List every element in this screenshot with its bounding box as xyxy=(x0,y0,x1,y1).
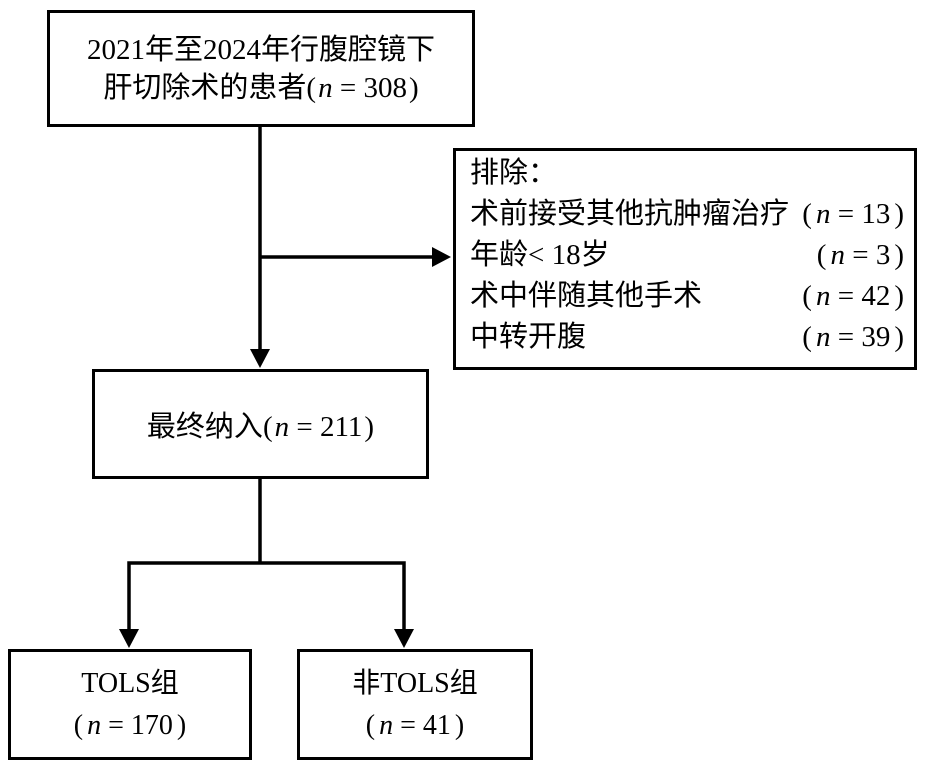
n-symbol: n xyxy=(815,280,831,312)
exclusion-title: 排除： xyxy=(470,157,558,189)
paren-open: ( xyxy=(365,709,376,741)
paren-open: ( xyxy=(802,280,812,312)
n-value: 13 xyxy=(861,198,891,230)
n-symbol: n xyxy=(87,709,102,741)
equals-sign: = xyxy=(332,71,364,104)
paren-open: ( xyxy=(262,411,273,443)
paren-close: ) xyxy=(408,71,419,104)
n-value: 41 xyxy=(422,709,451,741)
n-count: (n = 211) xyxy=(263,411,374,443)
exclusion-item-label: 年龄< 18岁 xyxy=(470,239,610,271)
exclusion-box: 排除： 术前接受其他抗肿瘤治疗(n = 13) 年龄< 18岁(n = 3) 术… xyxy=(453,148,917,370)
n-symbol: n xyxy=(379,709,394,741)
paren-close: ) xyxy=(894,198,904,230)
n-value: 170 xyxy=(130,709,173,741)
equals-sign: = xyxy=(844,239,876,271)
n-count: (n = 3) xyxy=(817,235,904,276)
n-value: 211 xyxy=(319,411,363,443)
paren-open: ( xyxy=(816,239,827,271)
exclusion-item: 年龄< 18岁 (n = 3) xyxy=(470,235,904,276)
initial-cohort-box: 2021年至2024年行腹腔镜下 肝切除术的患者(n = 308) xyxy=(47,10,475,127)
n-count: (n = 42) xyxy=(802,276,904,317)
equals-sign: = xyxy=(393,709,423,741)
n-value: 3 xyxy=(875,239,891,271)
n-value: 308 xyxy=(363,71,407,104)
n-count: (n = 170) xyxy=(74,705,186,747)
equals-sign: = xyxy=(830,280,862,312)
exclusion-item-label: 术中伴随其他手术 xyxy=(470,280,703,312)
exclusion-item: 术中伴随其他手术 (n = 42) xyxy=(470,276,904,317)
non-tols-group-box: 非TOLS组 (n = 41) xyxy=(297,649,533,760)
included-box: 最终纳入(n = 211) xyxy=(92,369,429,479)
n-count: (n = 39) xyxy=(802,317,904,358)
connector-split-bar xyxy=(127,561,406,633)
n-count: (n = 308) xyxy=(306,72,418,104)
exclusion-item-label: 中转开腹 xyxy=(470,321,587,353)
arrowhead-right-exclusion xyxy=(432,247,451,267)
equals-sign: = xyxy=(830,321,862,353)
included-text: 最终纳入 xyxy=(146,411,263,443)
arrowhead-down-non-tols xyxy=(394,629,414,648)
equals-sign: = xyxy=(830,198,862,230)
exclusion-item: 术前接受其他抗肿瘤治疗 (n = 13) xyxy=(470,194,904,235)
paren-open: ( xyxy=(802,321,812,353)
n-value: 42 xyxy=(861,280,891,312)
n-symbol: n xyxy=(274,411,290,443)
n-symbol: n xyxy=(830,239,845,271)
n-value: 39 xyxy=(861,321,891,353)
paren-open: ( xyxy=(802,198,812,230)
arrowheads xyxy=(119,247,451,648)
initial-cohort-line2: 肝切除术的患者(n = 308) xyxy=(103,69,418,107)
group-name: 非TOLS组 xyxy=(352,667,478,699)
n-symbol: n xyxy=(815,198,831,230)
arrowhead-down-tols xyxy=(119,629,139,648)
initial-cohort-line1: 2021年至2024年行腹腔镜下 xyxy=(86,33,435,66)
exclusion-item: 中转开腹 (n = 39) xyxy=(470,317,904,358)
n-symbol: n xyxy=(815,321,831,353)
connector-lines xyxy=(127,127,436,633)
included-line: 最终纳入(n = 211) xyxy=(147,403,374,445)
n-count: (n = 41) xyxy=(366,705,464,747)
n-count: (n = 13) xyxy=(802,194,904,235)
tols-group-box: TOLS组 (n = 170) xyxy=(8,649,252,760)
paren-close: ) xyxy=(894,239,904,271)
equals-sign: = xyxy=(289,411,320,443)
paren-close: ) xyxy=(364,411,375,443)
n-symbol: n xyxy=(318,71,333,104)
paren-open: ( xyxy=(306,71,317,104)
exclusion-item-label: 术前接受其他抗肿瘤治疗 xyxy=(470,198,790,230)
paren-close: ) xyxy=(894,280,904,312)
paren-close: ) xyxy=(894,321,904,353)
equals-sign: = xyxy=(101,709,131,741)
paren-open: ( xyxy=(73,709,84,741)
initial-cohort-text: 肝切除术的患者 xyxy=(103,71,307,104)
paren-close: ) xyxy=(454,709,465,741)
arrowhead-down-included xyxy=(250,349,270,368)
paren-close: ) xyxy=(176,709,187,741)
group-name: TOLS组 xyxy=(81,667,179,699)
